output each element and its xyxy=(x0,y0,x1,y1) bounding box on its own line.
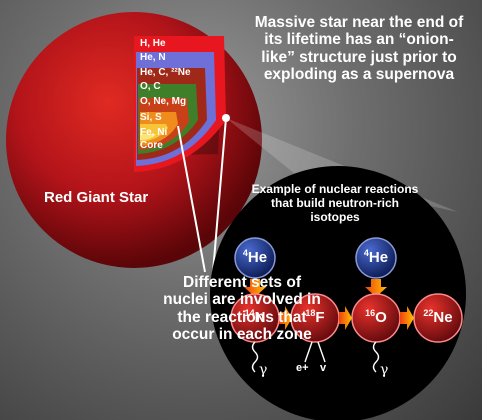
gamma-label-2: γ xyxy=(380,362,389,378)
arrow-o-to-ne xyxy=(400,306,414,330)
positron-label: e+ xyxy=(296,362,309,374)
layer-label-core: Core xyxy=(140,140,163,151)
arrow-he-down-1 xyxy=(244,279,266,297)
label-he-1: 4He xyxy=(242,248,268,266)
headline-text: Massive star near the end of its lifetim… xyxy=(254,14,464,84)
layer-label-h-he: H, He xyxy=(140,38,166,49)
layer-label-si-s: Si, S xyxy=(140,112,162,123)
arrow-n-to-f xyxy=(279,306,292,330)
zoom-point xyxy=(222,114,230,122)
reaction-panel xyxy=(210,166,466,420)
onion-layers xyxy=(134,36,226,172)
helium-node-2 xyxy=(355,237,397,279)
layer-label-o-ne-mg: O, Ne, Mg xyxy=(140,96,187,107)
gamma-wave-2 xyxy=(372,341,380,373)
neutrino-label: v xyxy=(320,362,327,374)
nuclei-caption: Different sets of nuclei are involved in… xyxy=(163,274,321,344)
layer-label-o-c: O, C xyxy=(140,81,161,92)
arrow-he-down-2 xyxy=(365,279,387,297)
helium-node-1 xyxy=(234,237,276,279)
positron-line xyxy=(304,341,313,363)
label-n14: 14N xyxy=(244,308,266,326)
label-he-2: 4He xyxy=(363,248,389,266)
panel-title: Example of nuclear reactions that build … xyxy=(251,182,419,224)
label-o16: 16O xyxy=(365,308,387,326)
layer-core xyxy=(140,134,156,140)
layer-label-he-n: He, N xyxy=(140,52,166,63)
layer-label-he-c-ne: He, C, ²²Ne xyxy=(140,67,191,78)
layer-label-fe-ni: Fe, Ni xyxy=(140,127,168,138)
arrow-f-to-o xyxy=(339,306,352,330)
pointer-line-2 xyxy=(212,117,227,273)
star-label: Red Giant Star xyxy=(44,189,149,206)
gamma-wave-1 xyxy=(251,341,259,373)
neutrino-line xyxy=(317,341,326,363)
gamma-label-1: γ xyxy=(259,362,268,378)
pointer-line-1 xyxy=(177,125,206,273)
label-f18: 18F xyxy=(305,308,325,326)
label-ne22: 22Ne xyxy=(423,308,453,326)
